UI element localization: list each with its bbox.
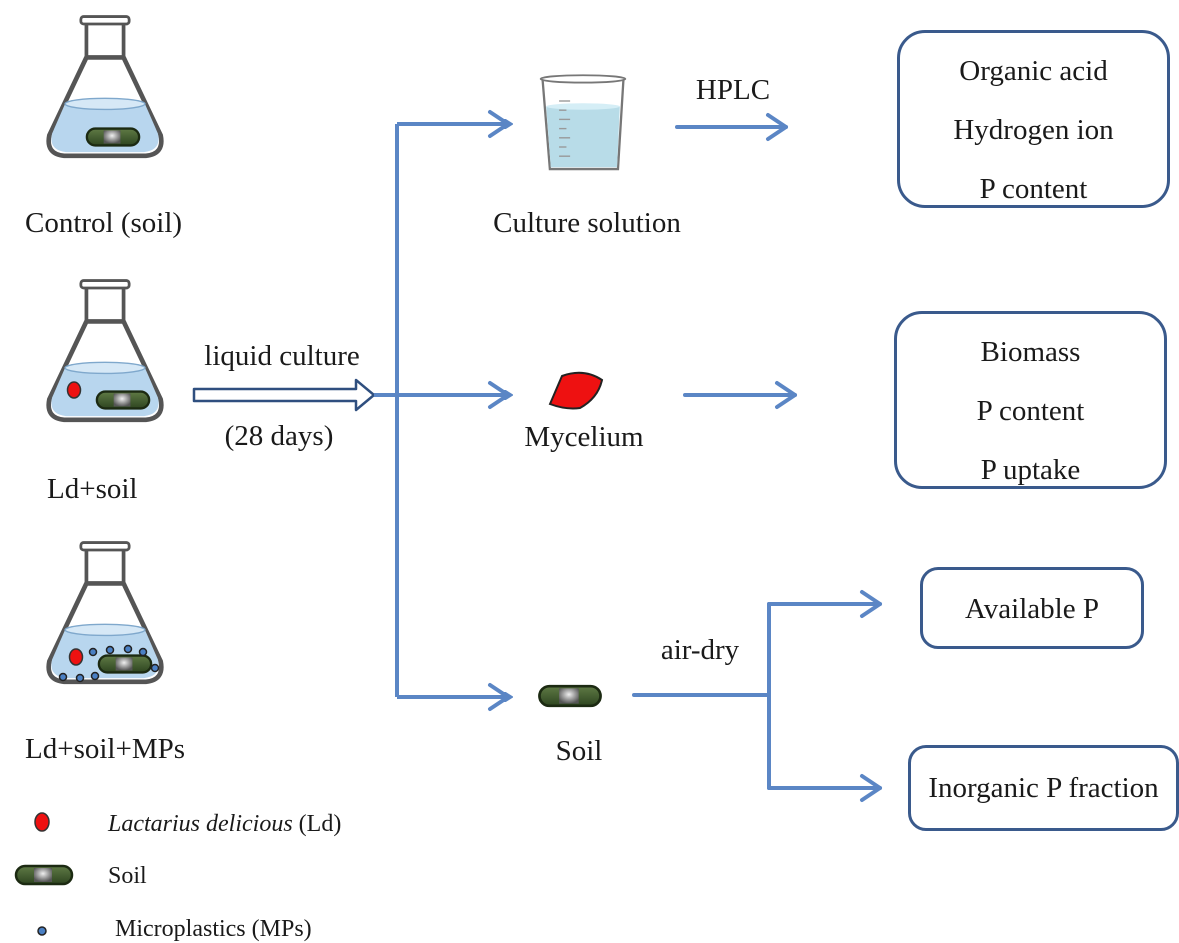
- treatment-label-ld-soil-mps: Ld+soil+MPs: [25, 733, 186, 765]
- result-available-p-label: Available P: [965, 593, 1099, 625]
- result-box-solution: Organic acid Hydrogen ion P content: [897, 30, 1170, 208]
- result-mycelium-item: P content: [976, 395, 1085, 427]
- result-mycelium-item: Biomass: [980, 336, 1081, 368]
- result-box-mycelium: Biomass P content P uptake: [894, 311, 1167, 489]
- flask-control-icon: [49, 17, 162, 156]
- microplastic-icon: [58, 644, 160, 683]
- output-label-mycelium: Mycelium: [524, 421, 644, 453]
- method-label-air-dry: air-dry: [660, 634, 740, 666]
- result-solution-item: P content: [979, 173, 1088, 205]
- branch-lines: [374, 124, 510, 697]
- legend-soil-icon: [14, 864, 74, 886]
- result-box-available-p: Available P: [920, 567, 1144, 649]
- flask-ld-soil-mps-icon: [49, 543, 162, 682]
- mycelium-icon: [548, 371, 604, 410]
- legend-mps-icon: [37, 926, 47, 936]
- method-label-hplc: HPLC: [695, 74, 771, 106]
- legend-ld-icon: [34, 812, 50, 832]
- result-mycelium-item: P uptake: [980, 454, 1081, 486]
- result-inorganic-p-label: Inorganic P fraction: [928, 772, 1159, 804]
- legend-ld-abbrev: (Ld): [292, 811, 342, 837]
- result-box-inorganic-p: Inorganic P fraction: [908, 745, 1179, 831]
- liquid-culture-arrow: [192, 378, 376, 412]
- beaker-icon: [539, 74, 627, 171]
- result-arrows: [632, 113, 882, 802]
- soil-pellet-icon: [538, 684, 602, 708]
- legend-label-mps: Microplastics (MPs): [115, 916, 312, 942]
- legend-ld-species: Lactarius delicious: [108, 811, 293, 837]
- flask-ld-soil-icon: [49, 281, 162, 420]
- output-label-culture-solution: Culture solution: [493, 207, 681, 239]
- fungus-icon: [68, 648, 84, 666]
- legend-label-soil: Soil: [108, 863, 147, 889]
- fungus-icon: [66, 381, 82, 399]
- process-label-top: liquid culture: [204, 340, 360, 372]
- treatment-label-ld-soil: Ld+soil: [47, 473, 138, 505]
- treatment-label-control: Control (soil): [25, 207, 183, 239]
- result-solution-item: Organic acid: [959, 55, 1108, 87]
- legend-label-ld: Lactarius delicious (Ld): [108, 812, 341, 836]
- process-label-bottom: (28 days): [224, 420, 334, 452]
- arrowheads: [488, 110, 510, 711]
- result-solution-item: Hydrogen ion: [953, 114, 1114, 146]
- output-label-soil: Soil: [555, 735, 603, 767]
